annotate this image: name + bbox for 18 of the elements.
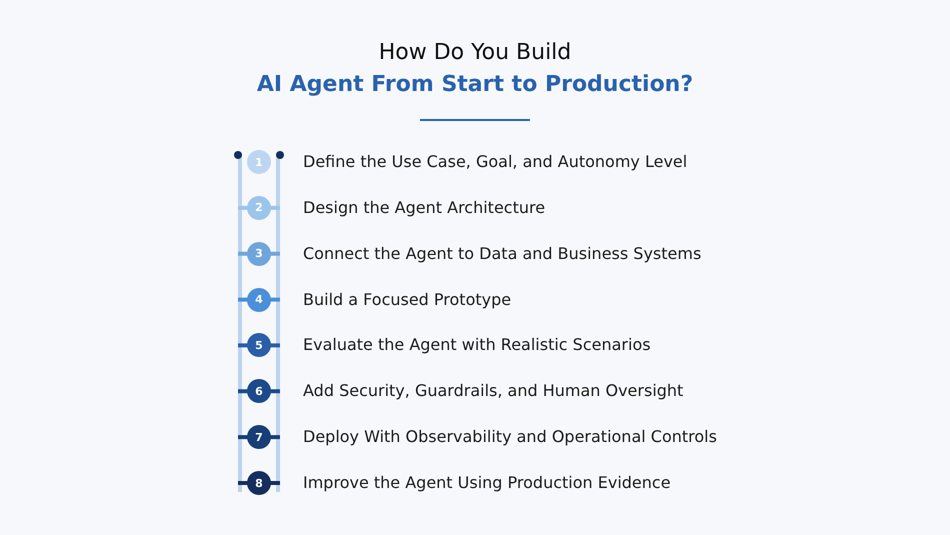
step-number-circle: 4: [247, 288, 271, 312]
step-label: Build a Focused Prototype: [303, 290, 512, 310]
step-label: Evaluate the Agent with Realistic Scenarios: [303, 335, 651, 356]
step-number-circle: 1: [247, 150, 271, 174]
step-label: Design the Agent Architecture: [303, 198, 546, 218]
step-number-circle: 6: [247, 379, 271, 404]
step-number-circle: 2: [247, 196, 271, 220]
step-label: Add Security, Guardrails, and Human Oversight: [303, 381, 684, 402]
diagram-title: How Do You Build: [378, 40, 572, 65]
step-number-circle: 7: [247, 425, 271, 450]
step-number-circle: 5: [247, 333, 271, 358]
step-number-circle: 8: [247, 471, 271, 495]
step-label: Deploy With Observability and Operational Controls: [303, 427, 717, 448]
step-label: Connect the Agent to Data and Business Systems: [303, 244, 702, 264]
step-number-circle: 3: [247, 242, 271, 266]
step-label: Define the Use Case, Goal, and Autonomy Level: [303, 152, 688, 172]
step-label: Improve the Agent Using Production Evidence: [303, 473, 671, 493]
diagram-subtitle: AI Agent From Start to Production?: [256, 72, 694, 97]
